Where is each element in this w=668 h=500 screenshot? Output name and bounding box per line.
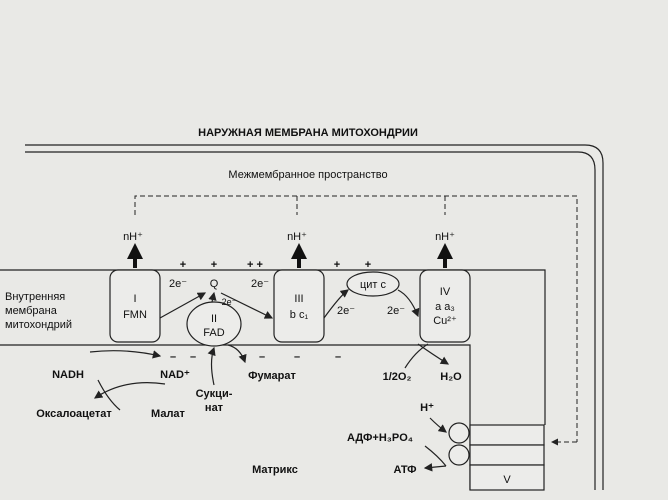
inner-membrane-label-3: митохондрий [5, 319, 72, 331]
complex-IV-box [419, 269, 471, 343]
atp-output-arrow [423, 463, 447, 472]
electron-flow-arrow [220, 292, 274, 319]
cytochrome-c-label: цит c [360, 279, 387, 291]
complex-III-cofactor: b c₁ [290, 309, 309, 321]
nadh-to-complex-I-arrow [89, 350, 162, 359]
malate-label: Малат [151, 408, 186, 420]
intermembrane-label: Межмембранное пространство [228, 169, 387, 181]
outer-membrane-line-inner [25, 151, 596, 490]
minus-charge: – [190, 351, 196, 363]
electron-label: 2e⁻ [337, 305, 355, 317]
adp-label: АДФ+H₃PO₄ [347, 432, 413, 444]
minus-charge: – [259, 351, 265, 363]
electron-flow-arrow [159, 292, 207, 319]
nadh-label: NADH [52, 369, 84, 381]
complex-II-numeral: II [211, 313, 217, 325]
fumarate-arrow [227, 344, 247, 364]
proton-label-IV: nH⁺ [435, 231, 455, 243]
oxygen-reduction-arrow [404, 343, 429, 369]
plus-plus-charge: + + [247, 259, 263, 271]
minus-charge: – [294, 351, 300, 363]
electron-flow-arrow [397, 289, 420, 318]
minus-charge: – [170, 351, 176, 363]
plus-charge: + [211, 259, 217, 271]
succinate-arrow [207, 346, 216, 386]
nad-label: NAD⁺ [160, 369, 190, 381]
nadh-cycle-arrow [94, 382, 166, 399]
oxygen-to-water-arrow [417, 343, 450, 365]
atp-synthase-base [469, 464, 545, 491]
h-plus-arrow [429, 417, 447, 433]
atp-synthase-head-upper [448, 422, 470, 444]
proton-return-path [134, 195, 578, 442]
atp-synthase-head-lower [448, 444, 470, 466]
electron-label: 2e⁻ [251, 278, 269, 290]
complex-I-cofactor: FMN [123, 309, 147, 321]
atp-synthase-stalk-upper [469, 424, 545, 446]
outer-membrane-line [25, 144, 604, 490]
complex-II-ellipse [186, 301, 242, 347]
atp-label: АТФ [393, 464, 416, 476]
outer-membrane-label: НАРУЖНАЯ МЕМБРАНА МИТОХОНДРИИ [198, 127, 418, 139]
electron-flow-arrow [323, 289, 349, 319]
complex-IV-cofactor-a: a a₃ [435, 301, 455, 313]
minus-charge: – [335, 351, 341, 363]
fumarate-label: Фумарат [248, 370, 296, 382]
electron-flow-arrow [208, 291, 217, 303]
proton-label-I: nH⁺ [123, 231, 143, 243]
succinate-label-2: нат [205, 402, 224, 414]
cytochrome-c-ellipse [346, 271, 400, 297]
inner-membrane-label-1: Внутренняя [5, 291, 65, 303]
complex-III-box [273, 269, 325, 343]
electron-label: 2e⁻ [169, 278, 187, 290]
complex-II-cofactor: FAD [203, 327, 224, 339]
oxygen-label: 1/2O₂ [383, 371, 412, 383]
matrix-label: Матрикс [252, 464, 298, 476]
proton-label-III: nH⁺ [287, 231, 307, 243]
complex-IV-cofactor-cu: Cu²⁺ [433, 315, 457, 327]
plus-charge: + [334, 259, 340, 271]
malate-cycle-arrow [97, 379, 121, 411]
complex-III-numeral: III [294, 293, 303, 305]
plus-charge: + [365, 259, 371, 271]
complex-IV-numeral: IV [440, 286, 451, 298]
electron-label-small: 2e⁻ [222, 297, 237, 307]
complex-V-label: V [503, 474, 511, 486]
complex-I-numeral: I [133, 293, 136, 305]
ubiquinone-label: Q [210, 278, 219, 290]
adp-to-atp-arrow [424, 445, 447, 467]
inner-membrane-label-2: мембрана [5, 305, 58, 317]
complex-I-box [109, 269, 161, 343]
oxaloacetate-label: Оксалоацетат [36, 408, 112, 420]
inner-membrane-top [0, 269, 546, 425]
electron-label: 2e⁻ [387, 305, 405, 317]
plus-charge: + [180, 259, 186, 271]
h-plus-label: H⁺ [420, 402, 434, 414]
atp-synthase-stalk-lower [469, 444, 545, 466]
succinate-label-1: Сукци- [196, 388, 233, 400]
water-label: H₂O [440, 371, 462, 383]
